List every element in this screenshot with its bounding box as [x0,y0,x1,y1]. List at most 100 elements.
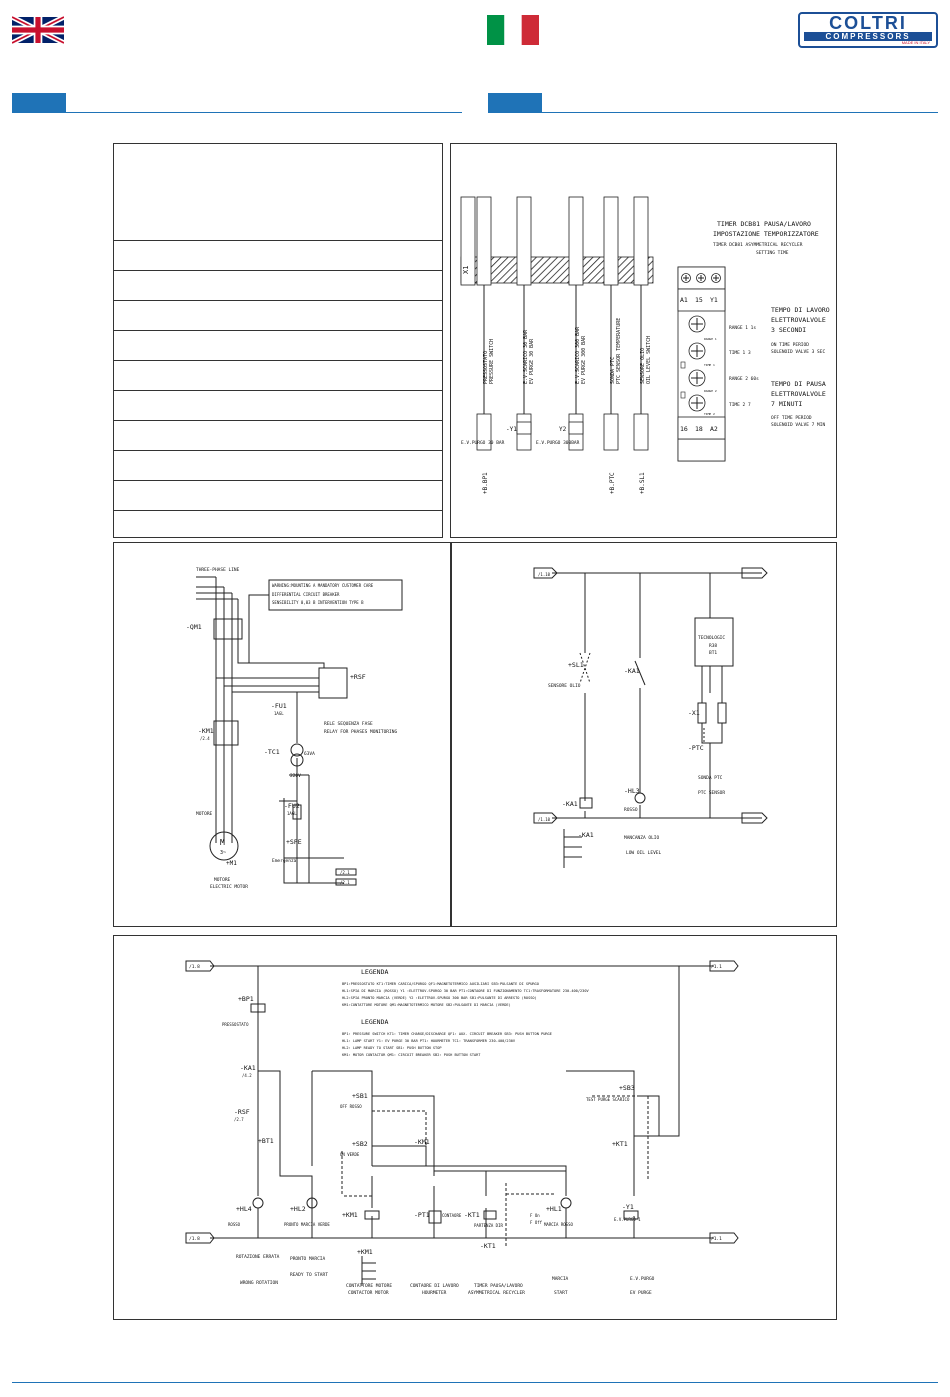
power-circuit-diagram: THREE-PHASE LINE WARNING:MOUNTING A MAND… [186,567,403,890]
table-row [114,330,442,331]
notes-table [113,143,443,538]
hl1-color: MARCIA ROSSO [544,1222,573,1227]
section-rule-en [12,112,462,113]
kt1-note-1: F On [530,1213,540,1218]
bottom-label-it: TIMER PAUSA/LAVORO [474,1283,523,1289]
col-label-it: PRESSOSTATO [483,351,489,384]
kt1-coil-label: -KT1 [464,1211,480,1219]
ev300-label: E.V.PURGO 300BAR [536,440,580,446]
dial-label: TIME 1 [704,363,715,367]
timer-subtitle: IMPOSTAZIONE TEMPORIZZATORE [713,230,819,238]
logo-name-top: COLTRI [829,13,907,33]
qm1-label: -QM1 [186,623,202,631]
col-label-it: SENSORE OLIO [640,348,646,384]
sb3-desc: TEST PURGE SCARICO [586,1097,630,1102]
bottom-label-it: PRONTO MARCIA [290,1256,326,1262]
col-label-en: EV PURGE 30 BAR [529,338,535,384]
italy-flag-icon [487,15,539,45]
dial-label: RANGE 1 [704,337,717,341]
col-label-en: OIL LEVEL SWITCH [646,336,652,384]
km1-coil-label: +KM1 [342,1211,358,1219]
col-label-en: PRESSURE SWITCH [489,339,495,384]
ka1-contact-label: -KA1 [624,667,640,675]
rsf-ref: /2.7 [234,1117,244,1122]
bottom-label-it: CONTAORE DI LAVORO [410,1283,459,1289]
ka1-label: -KA1 [240,1064,256,1072]
fu1-value: 1AGL [274,711,284,716]
bottom-label-it: ROTAZIONE ERRATA [236,1254,280,1260]
table-row [114,300,442,301]
fu2-value: 1AGL [287,811,297,816]
tc1-va: 63VA [304,751,315,757]
uk-flag-icon [12,15,64,45]
col-bottom-ref: +B.SL1 [639,472,646,494]
aux-circuit-diagram: /1.10 /1.10 +SL1 SENSORE OLIO -KA1 TECNO… [533,567,768,868]
terminal-timer-diagram: X1 PRESSOSTATO PRESSURE SWITCH E.V.SCARI… [460,196,830,494]
ref-bottom: /1.10 [538,817,551,822]
emergency-label: Emergenza [272,858,297,864]
col-bottom-ref: -Y1 [506,426,517,433]
logo-name-bottom: COMPRESSORS [804,32,932,41]
motor-en: ELECTRIC MOTOR [210,884,248,890]
sb2-label: +SB2 [352,1140,368,1148]
rsf-label: +RSF [350,673,366,681]
fu2-label: -FU2 [284,802,300,810]
terminal-timer-panel: X1 PRESSOSTATO PRESSURE SWITCH E.V.SCARI… [450,143,837,538]
bottom-label-it: CONTATTORE MOTORE [346,1283,392,1289]
dial-label: TIME 2 [704,412,715,416]
pressostato-label: PRESSOSTATO [222,1022,249,1027]
motor-tag: MOTORE [196,811,213,817]
section-tab-it [488,93,542,113]
col-bottom-ref: Y2 [559,426,567,433]
se-label: +SPE [286,838,302,846]
control-circuit-diagram: /1.8 /1.8 /1.1 /1.1 LEGENDA BP1:PRESSOST… [185,960,739,1296]
legenda-en-title: LEGENDA [361,1018,388,1026]
table-row [114,420,442,421]
timer-term-top: 15 [695,296,703,304]
timer-term-top: Y1 [710,296,718,304]
bottom-label-en: START [554,1290,568,1296]
timer-term-bottom: 18 [695,425,703,433]
legenda-it-line: KM1:CONTATTORE MOTORE QM1:MAGNETOTERMICO… [342,1003,511,1007]
timer-title: TIMER DCB81 PAUSA/LAVORO [717,220,811,228]
off-time: SOLENOID VALVE 7 MIN [771,422,825,428]
table-row [114,510,442,511]
col-label-en: PTC SENSOR TEMPERATURE [616,318,622,384]
hl4-color: ROSSO [228,1222,241,1227]
sb1-color: OFF ROSSO [340,1104,362,1109]
sl1-label: +SL1 [568,661,584,669]
kt1-bottom-label: -KT1 [480,1242,496,1250]
col-label-it: E.V.SCARICO 30 BAR [523,329,529,384]
km1-label: -KM1 [198,727,214,735]
time1: TIME 1 3 [729,350,751,356]
on-time: SOLENOID VALVE 3 SEC [771,349,825,355]
km1-contact-label: -KM1 [414,1138,430,1146]
range2: RANGE 2 60s [729,376,759,382]
legenda-it-title: LEGENDA [361,968,388,976]
pause-title: TEMPO DI PAUSA [771,380,826,388]
tecno-2: R38 [709,643,717,649]
tecno-1: TECNOLOGIC [698,635,725,641]
legenda-en-line: KM1: MOTOR CONTACTOR QM1: CIRCUIT BREAKE… [342,1053,481,1057]
motor-phase: 3~ [220,850,226,856]
ref-bl: /1.8 [189,1236,200,1242]
col-label-en: EV PURGE 300 BAR [581,335,587,384]
table-row [114,360,442,361]
motor-it: MOTORE [214,877,231,883]
low-oil-label: LOW OIL LEVEL [626,850,662,856]
ka1-contacts-label: -KA1 [578,831,594,839]
section-rule-it [488,112,938,113]
bottom-label-en: READY TO START [290,1272,328,1278]
km1-bottom-label: +KM1 [357,1248,373,1256]
legenda-it-line: HL2:SPIA PRONTO MARCIA (VERDE) Y2 :ELETT… [342,996,537,1000]
ref-label: /2.1 [340,880,350,885]
work-title: 3 SECONDI [771,326,806,334]
work-title: ELETTROVALVOLE [771,316,826,324]
hl2-color: PRONTO MARCIA VERDE [284,1222,330,1227]
power-circuit-panel: THREE-PHASE LINE WARNING:MOUNTING A MAND… [113,542,451,927]
sb1-label: +SB1 [352,1092,368,1100]
legenda-en-line: BP1: PRESSURE SWITCH KT1: TIMER CHARGE/D… [342,1032,552,1036]
bottom-label-en: CONTACTOR MOTOR [348,1290,389,1296]
ka1-ref: /4.2 [242,1073,252,1078]
table-row [114,480,442,481]
